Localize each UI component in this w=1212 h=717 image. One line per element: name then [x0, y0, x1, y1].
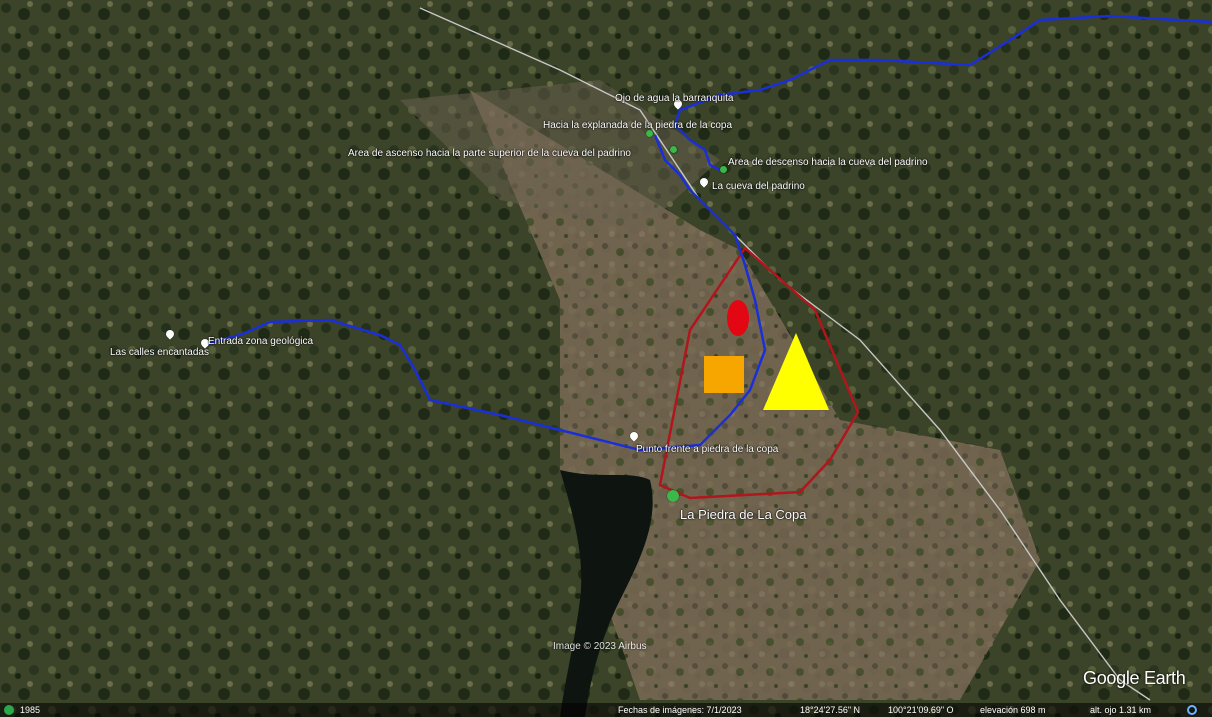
- compass-icon[interactable]: [1187, 705, 1197, 715]
- yellow-triangle-marker[interactable]: [763, 333, 829, 410]
- app-logo: Google Earth: [1083, 668, 1186, 688]
- trail-north[interactable]: [673, 14, 1212, 172]
- hiker-icon[interactable]: [667, 490, 679, 502]
- elevation: elevación 698 m: [980, 705, 1046, 715]
- place-label[interactable]: La cueva del padrino: [712, 181, 805, 192]
- road-line: [419, 7, 1151, 701]
- trail-south[interactable]: [204, 134, 767, 452]
- orange-square-marker[interactable]: [704, 356, 744, 393]
- red-circle-marker[interactable]: [727, 300, 749, 336]
- place-label[interactable]: Area de descenso hacia la cueva del padr…: [728, 157, 928, 168]
- place-label-main[interactable]: La Piedra de La Copa: [680, 507, 807, 522]
- place-label[interactable]: Punto frente a piedra de la copa: [636, 444, 779, 455]
- area-boundary[interactable]: [658, 246, 860, 500]
- place-label[interactable]: Entrada zona geológica: [208, 336, 314, 347]
- green-pin-icon[interactable]: [670, 146, 677, 153]
- latitude: 18°24'27.56" N: [800, 705, 861, 715]
- imagery-date: Fechas de imágenes: 7/1/2023: [618, 705, 742, 715]
- place-label[interactable]: Ojo de agua la barranquita: [615, 93, 734, 104]
- place-label[interactable]: Las calles encantadas: [110, 347, 209, 358]
- year-label[interactable]: 1985: [20, 705, 41, 715]
- green-pin-icon[interactable]: [646, 130, 653, 137]
- place-label[interactable]: Hacia la explanada de la piedra de la co…: [543, 120, 733, 131]
- place-label[interactable]: Area de ascenso hacia la parte superior …: [348, 148, 631, 159]
- eye-altitude: alt. ojo 1.31 km: [1090, 705, 1152, 715]
- hillside-terrain: [400, 80, 720, 230]
- imagery-credit: Image © 2023 Airbus: [553, 641, 647, 652]
- historical-imagery-icon[interactable]: [4, 705, 14, 715]
- status-bar: 1985 Fechas de imágenes: 7/1/2023 18°24'…: [0, 703, 1212, 717]
- longitude: 100°21'09.69" O: [888, 705, 954, 715]
- green-pin-icon[interactable]: [720, 166, 727, 173]
- canyon-shadow: [560, 470, 653, 717]
